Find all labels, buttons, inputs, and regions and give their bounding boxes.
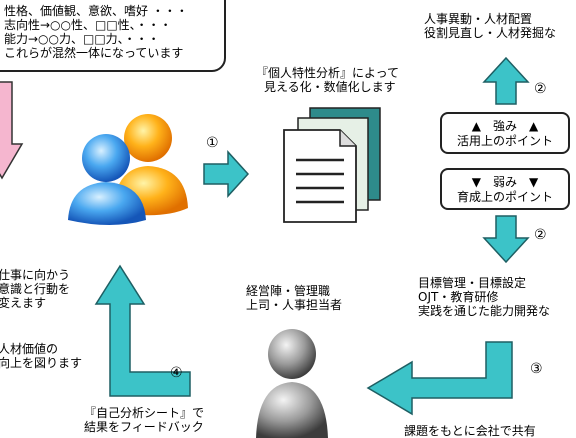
analysis-line-1: 『個人特性分析』によって xyxy=(256,66,400,80)
management-line-2: 上司・人事担当者 xyxy=(246,298,343,312)
callout-line-3: 能力→○○力、□□力、・・・ xyxy=(4,32,160,46)
step-label-4: ④ xyxy=(170,365,183,381)
behavior-line-1: 仕事に向かう xyxy=(0,268,71,282)
weakness-subtitle: 育成上のポイント xyxy=(456,190,553,204)
step-label-1: ① xyxy=(206,135,219,151)
strength-subtitle: 活用上のポイント xyxy=(456,134,553,148)
goals-line-1: 目標管理・目標設定 xyxy=(418,276,527,290)
behavior-line-3: 変えます xyxy=(0,296,47,310)
arrow-step-2-down xyxy=(482,215,530,264)
behavior-change-text: 仕事に向かう 意識と行動を 変えます xyxy=(0,268,70,310)
hr-line-1: 人事異動・人材配置 xyxy=(424,12,533,26)
analysis-line-2: 見える化・数値化します xyxy=(264,80,396,94)
goals-line-3: 実践を通じた能力開発な xyxy=(418,304,551,318)
step-label-2a: ② xyxy=(534,81,547,97)
analysis-text: 『個人特性分析』によって 見える化・数値化します xyxy=(256,66,399,94)
callout-line-1: 性格、価値観、意欲、嗜好 ・・・ xyxy=(4,4,188,18)
traits-callout: 性格、価値観、意欲、嗜好 ・・・ 志向性→○○性、□□性、・・・ 能力→○○力、… xyxy=(0,0,226,72)
arrow-step-4 xyxy=(94,264,191,397)
callout-line-4: これらが混然一体になっています xyxy=(4,46,184,60)
value-line-1: 人材価値の xyxy=(0,342,59,356)
step-label-2b: ② xyxy=(534,227,547,243)
strength-box: ▲ 強み ▲ 活用上のポイント xyxy=(440,112,570,154)
value-line-2: 向上を図ります xyxy=(0,356,83,370)
pink-arrow xyxy=(0,81,24,180)
feedback-text: 『自己分析シート』で 結果をフィードバック xyxy=(84,406,204,434)
step-label-3: ③ xyxy=(530,361,543,377)
goals-text: 目標管理・目標設定 OJT・教育研修 実践を通じた能力開発な xyxy=(418,276,550,318)
hr-line-2: 役割見直し・人材発掘な xyxy=(424,26,557,40)
management-text: 経営陣・管理職 上司・人事担当者 xyxy=(246,284,342,312)
shared-issues-text: 課題をもとに会社で共有 xyxy=(404,424,536,438)
callout-line-2: 志向性→○○性、□□性、・・・ xyxy=(4,18,172,32)
value-improve-text: 人材価値の 向上を図ります xyxy=(0,342,82,370)
feedback-line-2: 結果をフィードバック xyxy=(84,420,204,434)
manager-person-icon xyxy=(256,329,328,438)
documents-icon xyxy=(283,107,381,223)
strength-title: ▲ 強み ▲ xyxy=(471,119,539,133)
management-line-1: 経営陣・管理職 xyxy=(246,284,331,298)
people-icon xyxy=(68,114,188,225)
goals-line-2: OJT・教育研修 xyxy=(418,290,499,304)
arrow-step-2-up xyxy=(482,56,530,105)
weakness-title: ▼ 弱み ▼ xyxy=(471,175,539,189)
arrow-step-3 xyxy=(366,341,513,416)
arrow-step-1 xyxy=(203,150,250,198)
behavior-line-2: 意識と行動を xyxy=(0,282,71,296)
hr-actions-text: 人事異動・人材配置 役割見直し・人材発掘な xyxy=(424,12,556,40)
feedback-line-1: 『自己分析シート』で xyxy=(84,406,205,420)
weakness-box: ▼ 弱み ▼ 育成上のポイント xyxy=(440,168,570,210)
